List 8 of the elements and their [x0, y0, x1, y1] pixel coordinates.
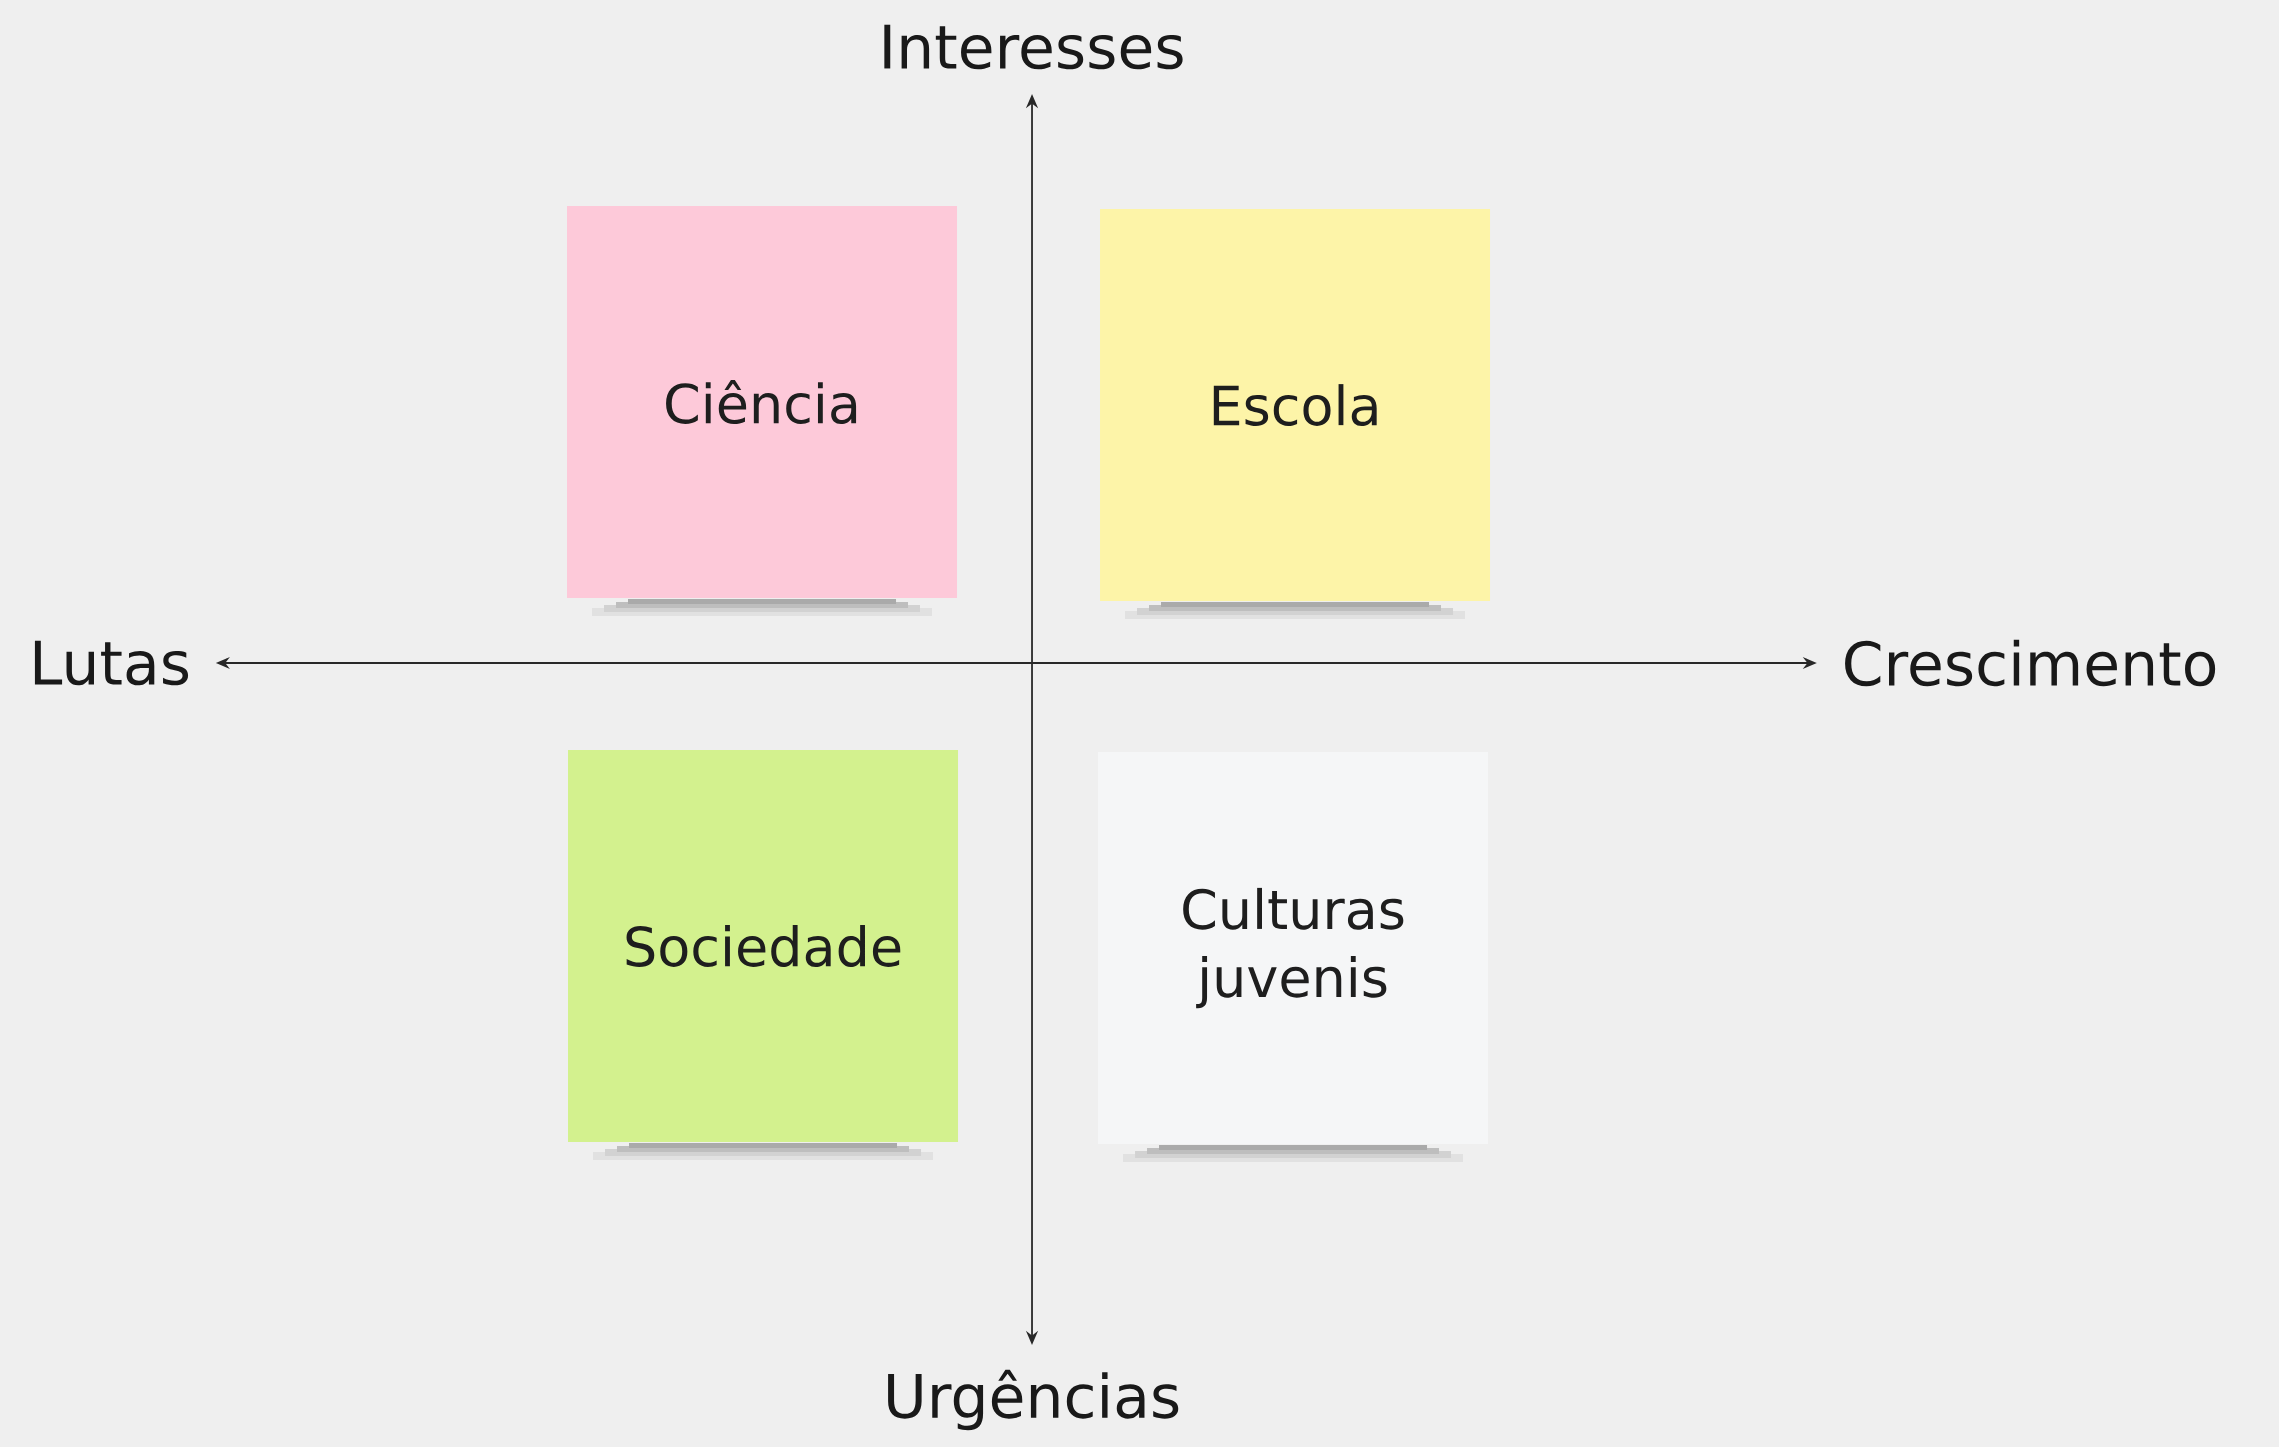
- axis-label: Lutas: [34, 640, 189, 686]
- sticky-note: Ciência: [567, 206, 957, 616]
- sticky-note: Escola: [1100, 209, 1490, 619]
- axis-label: Crescimento: [1845, 639, 2216, 687]
- axis-label: Interesses: [884, 24, 1183, 70]
- sticky-note: Culturas juvenis: [1098, 752, 1488, 1162]
- axis-label: Urgências: [888, 1369, 1179, 1431]
- sticky-note: Sociedade: [568, 750, 958, 1160]
